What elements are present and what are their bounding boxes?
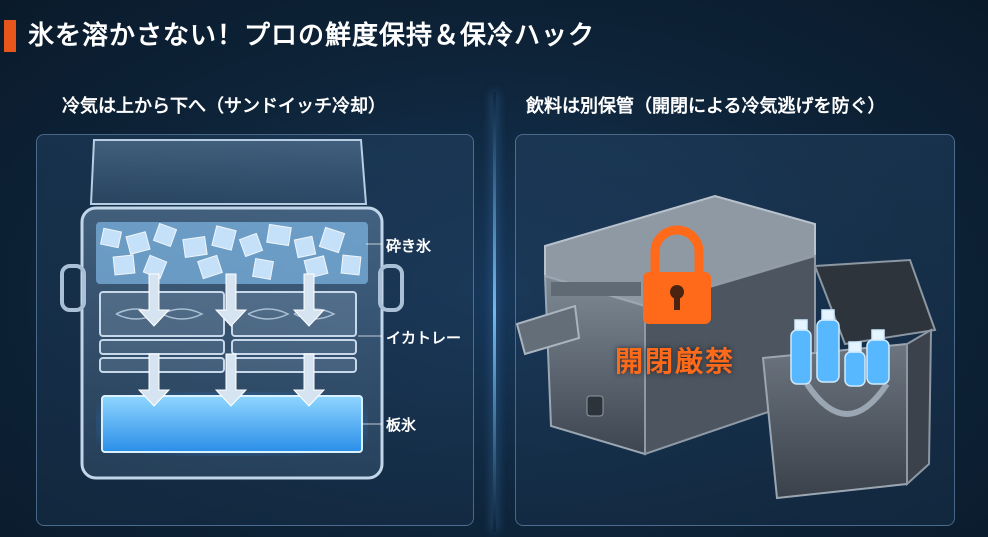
cooler-handle-left <box>60 264 86 312</box>
title-accent-bar <box>4 20 16 52</box>
squid-trays <box>99 291 357 373</box>
label-squid-tray: イカトレー <box>386 329 462 347</box>
crushed-ice-layer <box>96 222 368 284</box>
page-title: 氷を溶かさない！プロの鮮度保持＆保冷ハック <box>28 21 596 51</box>
soft-cooler-bag <box>761 258 937 500</box>
label-block-ice: 板氷 <box>386 416 417 434</box>
water-bottles <box>790 309 890 387</box>
label-crushed-ice: 砕き氷 <box>386 237 432 255</box>
no-opening-warning: 開閉厳禁 <box>615 345 736 378</box>
left-panel-heading: 冷気は上から下へ（サンドイッチ冷却） <box>62 96 386 117</box>
panel-divider <box>493 92 496 532</box>
cooler-cross-section-illustration <box>60 139 404 480</box>
cooler-handle <box>515 304 581 356</box>
title-bar: 氷を溶かさない！プロの鮮度保持＆保冷ハック <box>0 14 988 58</box>
cooler-drain <box>586 395 604 417</box>
padlock-icon <box>643 225 711 324</box>
cooler-handle-right <box>378 264 404 312</box>
cold-air-arrows <box>137 273 326 407</box>
right-panel-heading: 飲料は別保管（開閉による冷気逃げを防ぐ） <box>526 96 886 117</box>
cooler-lid <box>89 139 368 205</box>
cooler-and-drink-bag-illustration <box>515 194 937 500</box>
